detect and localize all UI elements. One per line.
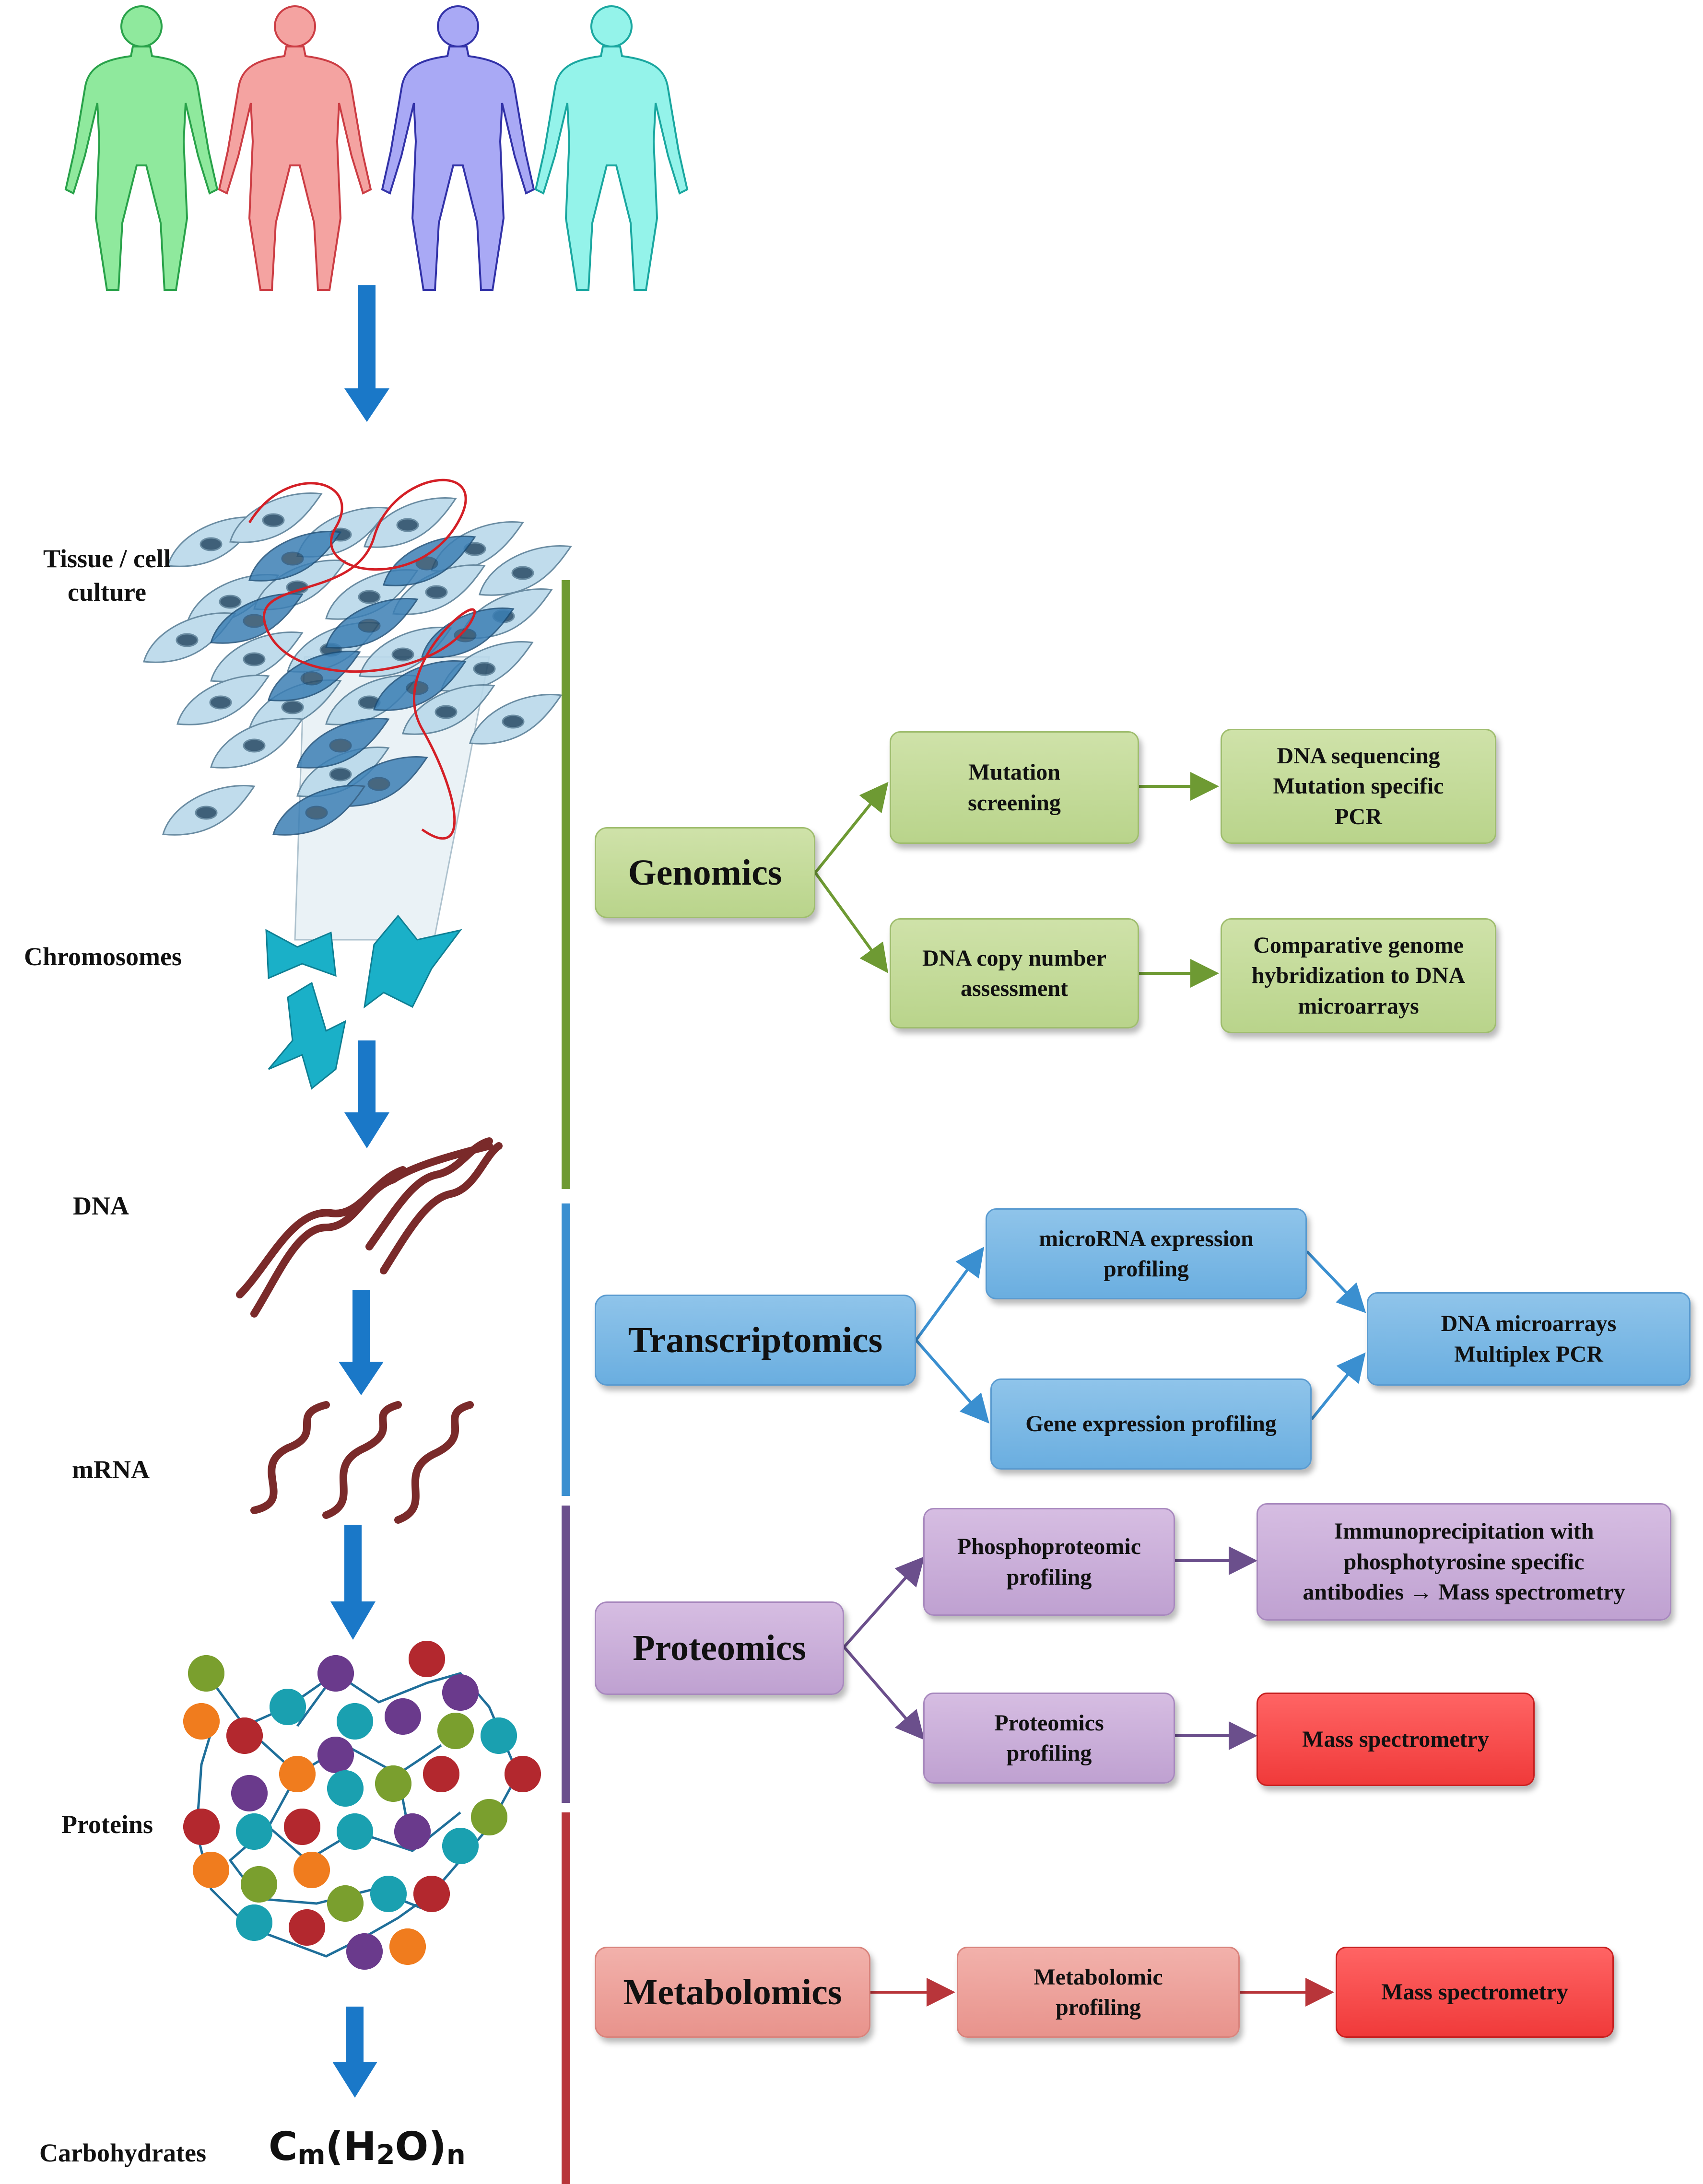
mass-spectrometry-box-metabolomics: Mass spectrometry (1336, 1947, 1614, 2038)
mrna-label: mRNA (72, 1455, 150, 1484)
dna-strand-4 (365, 1137, 493, 1250)
connector-arrows (814, 772, 1366, 2007)
dna-strand-1 (250, 1142, 493, 1318)
metabolomic-profiling-box: Metabolomic profiling (957, 1947, 1240, 2038)
formula-two: 2 (376, 2139, 395, 2171)
flow-arrow-5 (332, 2007, 377, 2098)
tissue-cells-illustration (143, 479, 572, 941)
mrna-illustration (250, 1401, 474, 1524)
flow-arrow-4 (330, 1525, 376, 1640)
chromosomes-label: Chromosomes (24, 942, 182, 971)
chromosome-3 (268, 981, 347, 1090)
dna-helix-illustration (236, 1137, 503, 1318)
chromosome-illustration (265, 914, 462, 1090)
formula-n: n (446, 2139, 466, 2171)
chromosome-2 (363, 914, 462, 1009)
proteins-label: Proteins (61, 1810, 153, 1839)
human-figures (65, 5, 688, 291)
formula-close: O) (395, 2124, 446, 2170)
microrna-profiling-box: microRNA expression profiling (986, 1208, 1307, 1299)
mrna-strand-1 (250, 1401, 330, 1514)
blood-vessel (248, 479, 476, 840)
carbohydrate-formula: Cm(H2O)n (269, 2124, 466, 2171)
human-figure-cyan (535, 5, 688, 291)
human-figure-green (65, 5, 218, 291)
gene-expression-box: Gene expression profiling (990, 1378, 1312, 1470)
copy-number-box: DNA copy number assessment (890, 918, 1139, 1028)
proteomics-box: Proteomics (595, 1601, 844, 1695)
formula-c: C (269, 2124, 298, 2170)
formula-m: m (297, 2139, 326, 2171)
immunoprecipitation-box: Immunoprecipitation with phosphotyrosine… (1257, 1503, 1671, 1621)
formula-open: (H (325, 2124, 376, 2170)
flow-arrow-3 (339, 1290, 384, 1395)
mrna-strand-3 (394, 1401, 474, 1524)
dna-label: DNA (73, 1191, 129, 1220)
chromosome-1 (265, 929, 337, 980)
dna-strand-3 (380, 1142, 503, 1274)
proteomics-profiling-box: Proteomics profiling (923, 1693, 1175, 1784)
phosphoproteomic-box: Phosphoproteomic profiling (923, 1508, 1175, 1616)
comparative-genome-box: Comparative genome hybridization to DNA … (1221, 918, 1496, 1033)
flow-arrow-2 (344, 1040, 389, 1148)
flow-arrows (330, 285, 389, 2098)
dna-strand-2 (236, 1166, 407, 1298)
flow-arrow-1 (344, 285, 389, 422)
tissue-label: Tissue / cell culture (43, 544, 171, 607)
mass-spectrometry-box-proteomics: Mass spectrometry (1257, 1693, 1535, 1786)
carbohydrates-label: Carbohydrates (39, 2138, 206, 2167)
genomics-box: Genomics (595, 827, 815, 918)
mutation-screening-box: Mutation screening (890, 731, 1139, 844)
human-figure-blue (381, 5, 535, 291)
mrna-strand-2 (322, 1401, 402, 1519)
transcriptomics-box: Transcriptomics (595, 1295, 916, 1386)
dna-microarrays-box: DNA microarrays Multiplex PCR (1367, 1292, 1691, 1386)
human-figure-red (218, 5, 372, 291)
protein-network-illustration (183, 1641, 541, 1970)
dna-sequencing-box: DNA sequencing Mutation specific PCR (1221, 729, 1496, 844)
metabolomics-box: Metabolomics (595, 1947, 870, 2038)
